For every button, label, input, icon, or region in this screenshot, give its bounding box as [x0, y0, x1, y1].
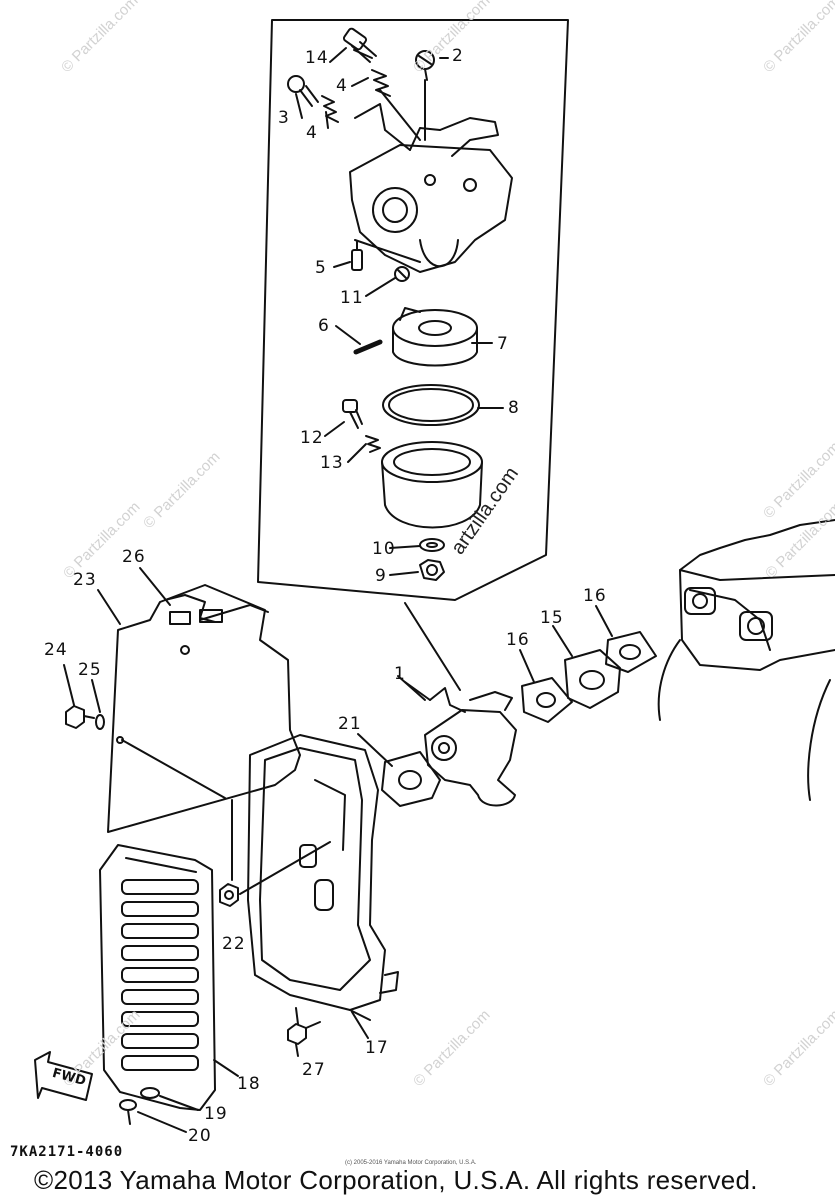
part-15-insulator	[564, 649, 621, 709]
callout-5: 5	[315, 258, 327, 278]
part-4-spring-upper	[371, 69, 391, 97]
callout-25: 25	[78, 660, 102, 680]
callout-26: 26	[122, 547, 146, 567]
diagram-code: 7KA2171-4060	[10, 1144, 124, 1160]
part-25-washer	[95, 714, 105, 730]
part-6-pin	[353, 339, 383, 355]
callout-23: 23	[73, 570, 97, 590]
part-4-spring-lower	[321, 95, 339, 123]
part-21-gasket	[381, 751, 441, 807]
part-2-screw	[415, 50, 435, 81]
callout-8: 8	[508, 398, 520, 418]
cover-louvres	[121, 879, 199, 1071]
detail-frame	[257, 19, 569, 601]
copyright-notice: ©2013 Yamaha Motor Corporation, U.S.A. A…	[34, 1165, 758, 1195]
callout-16: 16	[506, 630, 530, 650]
callout-15: 15	[540, 608, 564, 628]
part-23-bracket	[107, 584, 301, 833]
part-8-gasket	[382, 384, 480, 426]
part-1-carburetor	[404, 681, 517, 807]
callout-2: 2	[452, 46, 464, 66]
callout-17: 17	[365, 1038, 389, 1058]
part-11-screw	[394, 266, 410, 282]
part-24-bolt	[65, 705, 95, 729]
callout-16: 16	[583, 586, 607, 606]
callout-1: 1	[394, 664, 406, 684]
callout-4: 4	[336, 76, 348, 96]
callout-14: 14	[305, 48, 329, 68]
part-20-screw	[119, 1099, 137, 1125]
part-5-jet	[351, 241, 363, 271]
part-14-screw	[342, 27, 377, 63]
fwd-arrow	[34, 1051, 93, 1101]
part-7-float	[392, 307, 478, 367]
callout-10: 10	[372, 539, 396, 559]
part-3-screw	[287, 75, 319, 107]
engine-block	[657, 519, 835, 801]
callout-27: 27	[302, 1060, 326, 1080]
part-12-screw	[342, 399, 363, 429]
callout-11: 11	[340, 288, 364, 308]
callout-3: 3	[278, 108, 290, 128]
callout-6: 6	[318, 316, 330, 336]
callout-12: 12	[300, 428, 324, 448]
callout-19: 19	[204, 1104, 228, 1124]
fine-print: (c) 2005-2016 Yamaha Motor Corporation, …	[345, 1160, 477, 1166]
callout-13: 13	[320, 453, 344, 473]
callout-7: 7	[497, 334, 509, 354]
callout-22: 22	[222, 934, 246, 954]
callout-20: 20	[188, 1126, 212, 1146]
callout-18: 18	[237, 1074, 261, 1094]
callout-24: 24	[44, 640, 68, 660]
part-10-washer	[419, 538, 445, 552]
callout-4: 4	[306, 123, 318, 143]
float-bowl	[381, 441, 483, 529]
part-22-nut	[219, 883, 239, 907]
part-17-case	[247, 734, 399, 1021]
callout-21: 21	[338, 714, 362, 734]
part-13-spring	[365, 435, 381, 453]
part-16-gasket-right	[605, 631, 657, 673]
part-18-cover	[99, 844, 216, 1111]
part-19-washer	[140, 1087, 160, 1099]
part-27-bolt	[287, 1021, 321, 1057]
carburetor-body-detail	[349, 79, 513, 273]
part-16-gasket-left	[521, 677, 573, 723]
part-9-bolt	[419, 559, 445, 581]
callout-9: 9	[375, 566, 387, 586]
detail-leader	[404, 602, 461, 691]
